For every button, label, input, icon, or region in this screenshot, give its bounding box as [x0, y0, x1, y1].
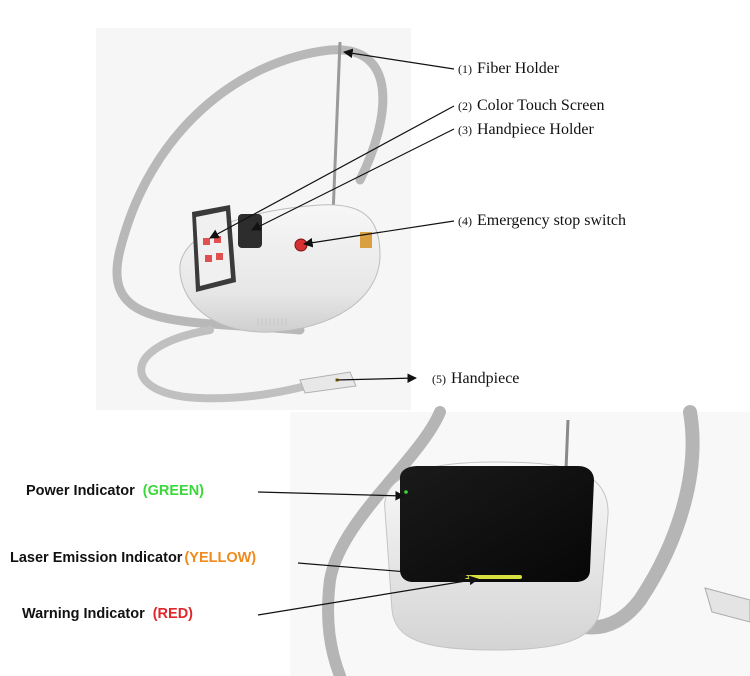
top-callout-arrows — [209, 48, 455, 384]
callout-number: (1) — [458, 62, 472, 76]
indicator-color-word: (RED) — [152, 606, 193, 622]
callout-number: (2) — [458, 99, 472, 113]
indicator-arrows — [257, 490, 479, 616]
callout-fiber-holder: (1) Fiber Holder — [458, 60, 559, 78]
callout-emergency-stop-switch: (4) Emergency stop switch — [458, 212, 626, 230]
indicator-name: Laser Emission Indicator — [10, 550, 183, 566]
fiber-cable — [112, 45, 388, 335]
laser-led — [462, 575, 522, 579]
top-photo — [96, 28, 411, 410]
callout-text: Handpiece — [451, 370, 520, 387]
handpiece — [299, 371, 357, 394]
warning-indicator-label: Warning Indicator (RED) — [22, 606, 193, 622]
emergency-stop-button — [294, 238, 308, 252]
vents — [257, 318, 287, 326]
power-led — [404, 490, 408, 494]
callout-text: Emergency stop switch — [477, 212, 627, 229]
indicator-name: Power Indicator — [26, 483, 135, 499]
indicator-name: Warning Indicator — [22, 606, 145, 622]
control-panel — [400, 466, 594, 582]
callout-number: (3) — [458, 123, 472, 137]
callout-number: (4) — [458, 214, 472, 228]
callout-handpiece: (5) Handpiece — [432, 370, 519, 388]
power-indicator-label: Power Indicator (GREEN) — [26, 483, 204, 499]
callout-color-touch-screen: (2) Color Touch Screen — [458, 97, 604, 115]
handpiece-holder-block — [238, 214, 262, 248]
color-touch-screen — [192, 205, 236, 292]
callout-text: Fiber Holder — [477, 60, 560, 77]
bottom-photo — [290, 405, 750, 676]
indicator-color-word: (YELLOW) — [184, 550, 257, 566]
callout-text: Handpiece Holder — [477, 121, 594, 138]
indicator-color-word: (GREEN) — [142, 483, 205, 499]
callout-handpiece-holder: (3) Handpiece Holder — [458, 121, 594, 139]
callout-number: (5) — [432, 372, 446, 386]
rear-cable — [322, 406, 446, 676]
callout-text: Color Touch Screen — [477, 97, 605, 114]
laser-emission-indicator-label: Laser Emission Indicator(YELLOW) — [10, 550, 256, 566]
handpiece-cable — [137, 326, 314, 403]
fiber-holder-rod — [331, 41, 342, 216]
